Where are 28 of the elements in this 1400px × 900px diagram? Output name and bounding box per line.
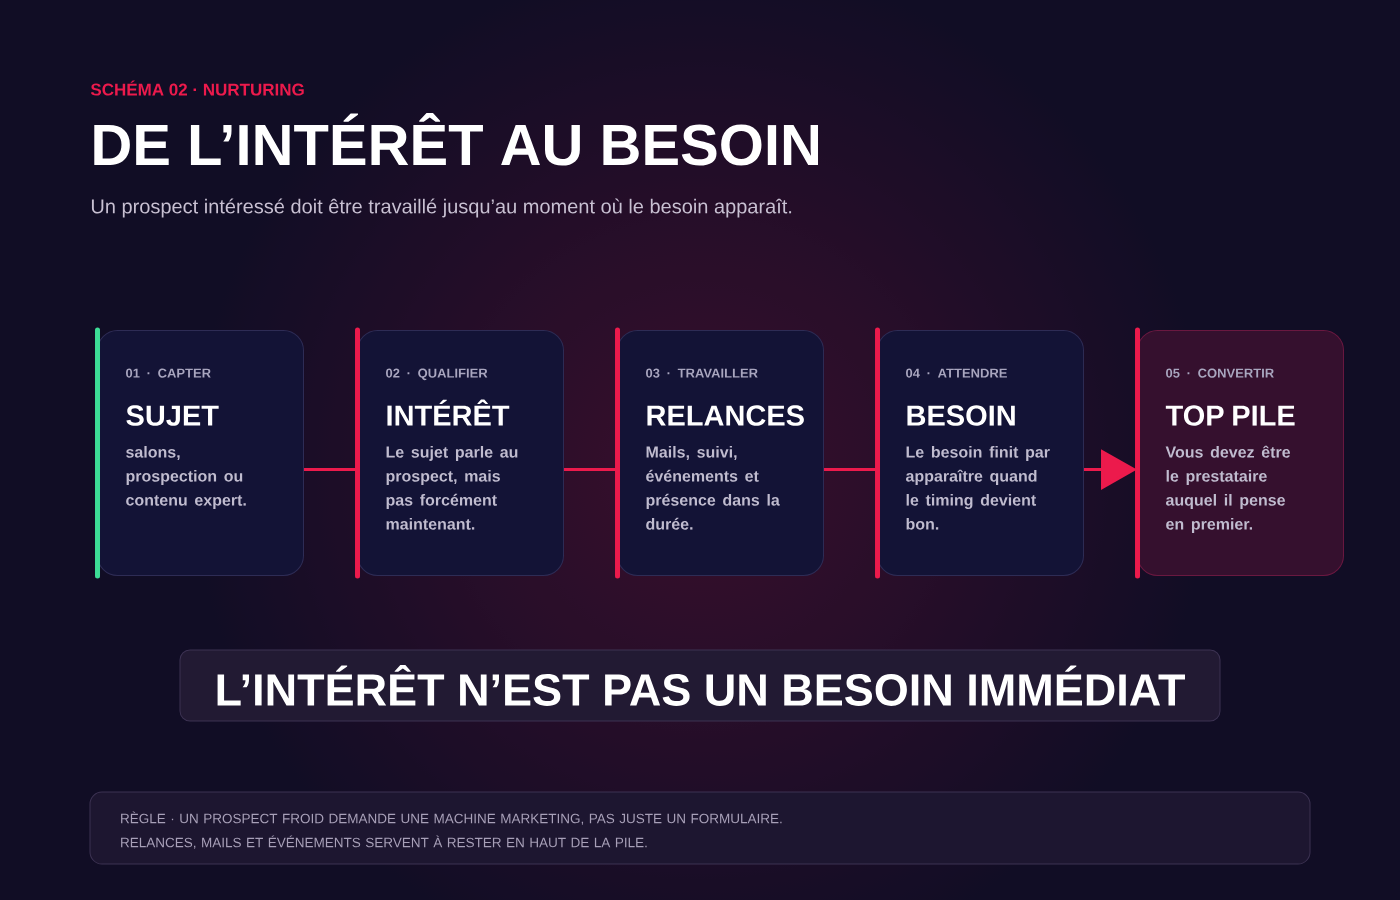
step-description: Vous devez être le prestataire auquel il pense en premier.: [1165, 445, 1291, 533]
connector: [564, 468, 617, 471]
step-card: [875, 327, 1084, 579]
connector: [304, 468, 357, 471]
step-label: 05 · CONVERTIR: [1166, 368, 1274, 378]
step-card: [1135, 327, 1344, 579]
kicker-text: SCHÉMA 02 · NURTURING: [90, 80, 304, 96]
rule-note: RÈGLE · UN PROSPECT FROID DEMANDE UNE MACHINE MARKETING, PAS JUSTE UN FORMULAIRE. RELANCES, MAILS ET ÉVÉNEMENTS SERVENT À RESTER EN HAUT DE LA PILE.: [89, 791, 1311, 865]
step-title: BESOIN: [907, 405, 1015, 426]
step-card: [355, 327, 564, 579]
step-title: TOP PILE: [1165, 405, 1295, 426]
title: DE L’INTÉRÊT AU BESOIN: [94, 113, 818, 166]
step-title: SUJET: [126, 405, 219, 426]
step-description: Mails, suivi, événements et présence dans la durée.: [646, 446, 780, 530]
step-label: 04 · ATTENDRE: [906, 368, 1007, 378]
step-description: Le besoin finit par apparaître quand le timing devient bon.: [906, 446, 1050, 530]
step-title: INTÉRÊT: [387, 399, 510, 426]
step-title: RELANCES: [647, 405, 804, 426]
step-label: 03 · TRAVAILLER: [646, 368, 758, 378]
step-card: [95, 327, 304, 579]
statement-banner: L’INTÉRÊT N’EST PAS UN BESOIN IMMÉDIAT: [179, 649, 1221, 722]
step-card: [615, 327, 824, 579]
step-label: 01 · CAPTER: [126, 368, 211, 378]
step-label: 02 · QUALIFIER: [386, 368, 488, 381]
step-description: Le sujet parle au prospect, mais pas forcément maintenant.: [386, 446, 518, 530]
step-description: salons, prospection ou contenu expert.: [126, 446, 246, 509]
subtitle: Un prospect intéressé doit être travaillé jusqu’au moment où le besoin apparaît.: [91, 198, 792, 218]
connector: [824, 468, 877, 471]
